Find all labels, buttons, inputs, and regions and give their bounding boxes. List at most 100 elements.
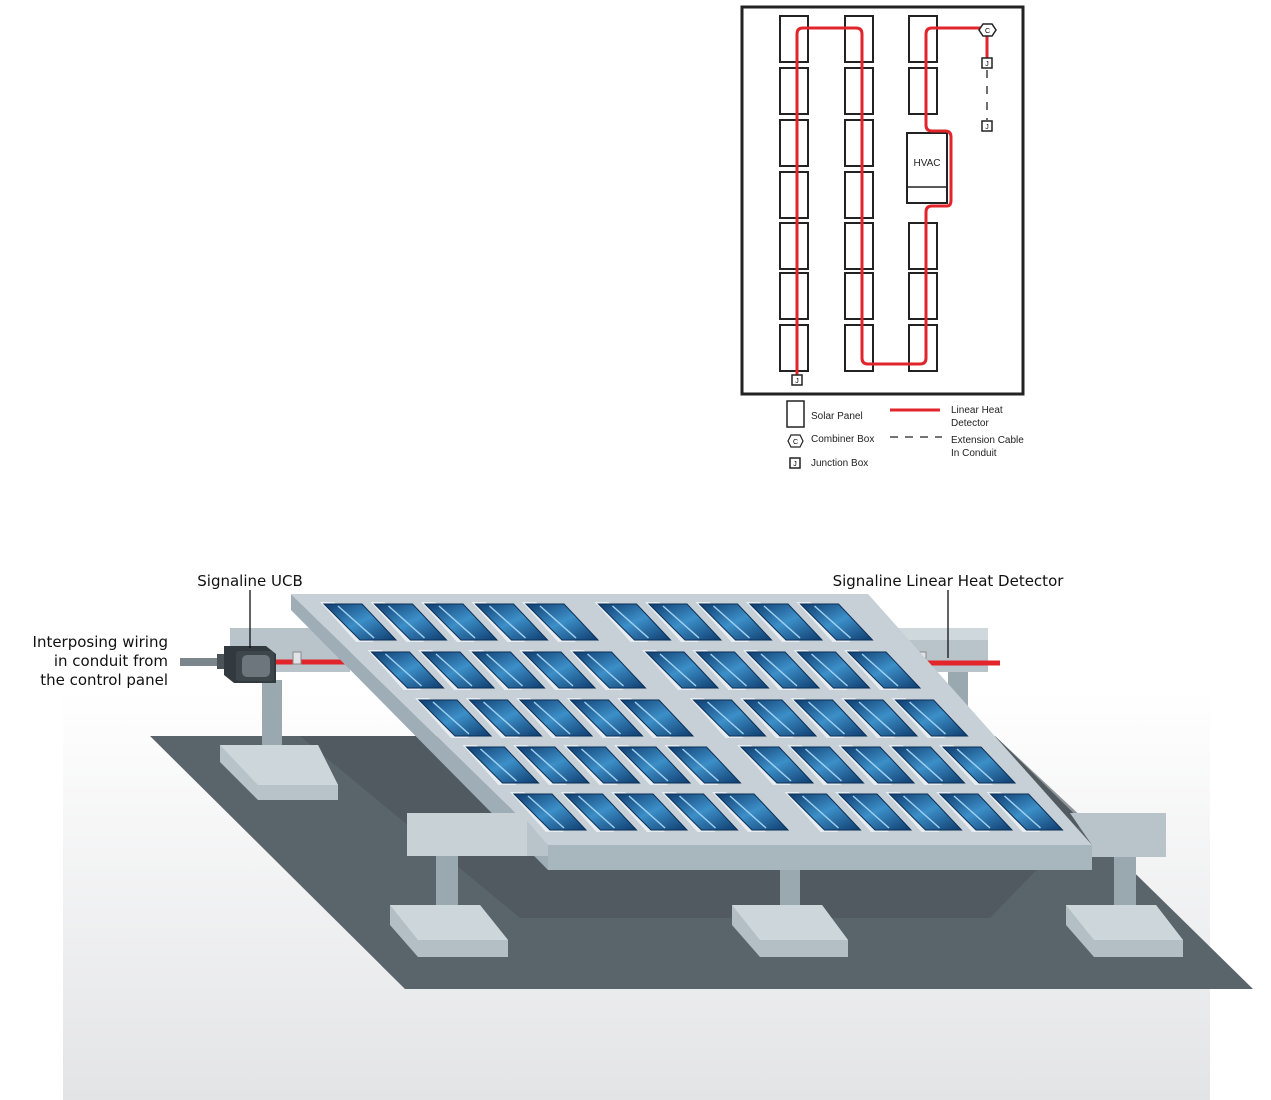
solar-cell-glint: [530, 748, 568, 782]
solar-cell: [616, 746, 692, 784]
solar-cell-glint: [811, 653, 848, 687]
svg-text:J: J: [985, 61, 989, 68]
plan-solar-panel: [844, 272, 874, 320]
solar-cell: [417, 699, 493, 737]
solar-cell-glint: [533, 701, 571, 735]
plan-solar-panel: [779, 15, 809, 63]
solar-cell: [373, 603, 448, 641]
solar-cell-glint: [808, 701, 845, 735]
solar-cell: [423, 603, 499, 641]
svg-text:J: J: [793, 461, 797, 468]
plan-solar-panel: [908, 222, 938, 270]
solar-cell: [888, 793, 963, 831]
solar-cell: [748, 603, 824, 641]
solar-cell-glint: [628, 795, 666, 829]
solar-cell: [667, 746, 742, 784]
cable-clip: [292, 651, 302, 665]
solar-cell: [891, 746, 966, 784]
panel-front-edge: [548, 845, 1092, 870]
solar-cells: [320, 602, 1064, 832]
solar-cell: [938, 793, 1014, 831]
solar-cell: [989, 793, 1064, 831]
solar-cell: [563, 793, 638, 831]
solar-cell: [647, 603, 723, 641]
solar-cell: [695, 651, 770, 689]
solar-cell-glint: [539, 605, 577, 639]
solar-cell: [471, 651, 546, 689]
plan-solar-panel: [908, 15, 938, 63]
solar-cell-glint: [634, 701, 672, 735]
solar-cell: [468, 699, 543, 737]
legend-solar-panel: Solar Panel: [811, 411, 863, 422]
hvac-label: HVAC: [913, 158, 940, 169]
solar-cell-glint: [435, 653, 473, 687]
solar-cell-glint: [388, 605, 425, 639]
front-mount: [390, 813, 1183, 957]
solar-cell-glint: [757, 701, 795, 735]
combiner-box: C: [978, 23, 997, 37]
callout-wiring-line1: Interposing wiring: [33, 633, 168, 651]
solar-cell-glint: [527, 795, 565, 829]
solar-cell-glint: [536, 653, 574, 687]
plan-solar-panel: [908, 67, 938, 115]
solar-cell: [941, 746, 1017, 784]
solar-cell-glint: [659, 653, 697, 687]
plan-solar-panels: [779, 15, 938, 372]
solar-cell: [420, 651, 496, 689]
legend-extension-cable: Extension Cable: [951, 435, 1024, 446]
plan-solar-panel: [779, 324, 809, 372]
solar-cell: [698, 603, 773, 641]
solar-cell-glint: [710, 653, 747, 687]
plan-solar-panel: [779, 272, 809, 320]
solar-cell-glint: [480, 748, 517, 782]
solar-cell-glint: [855, 748, 893, 782]
plan-solar-panel: [844, 222, 874, 270]
solar-cell: [572, 651, 647, 689]
junction-box: J: [791, 374, 803, 386]
solar-cell: [518, 699, 594, 737]
callout-lhd: Signaline Linear Heat Detector: [833, 572, 1064, 658]
solar-cell-glint: [483, 701, 520, 735]
solar-cell-glint: [584, 701, 621, 735]
solar-cell-glint: [906, 748, 943, 782]
solar-cell-glint: [763, 605, 801, 639]
callout-wiring-line3: the control panel: [40, 671, 168, 689]
solar-cell-glint: [486, 653, 523, 687]
solar-cell-glint: [852, 795, 890, 829]
solar-cell-glint: [729, 795, 767, 829]
legend-heat-detector-2: Detector: [951, 418, 989, 429]
callout-wiring-line2: in conduit from: [54, 652, 168, 670]
solar-cell: [714, 793, 790, 831]
solar-cell-glint: [1004, 795, 1041, 829]
solar-cell-glint: [707, 701, 744, 735]
svg-text:J: J: [795, 378, 799, 385]
solar-cell-glint: [903, 795, 940, 829]
interposing-conduit: [180, 654, 227, 669]
plan-solar-panel: [779, 119, 809, 167]
junction-box: J: [981, 57, 993, 69]
legend-junction-box: Junction Box: [811, 458, 868, 469]
solar-cell: [799, 603, 874, 641]
junction-box-legend-icon: J: [789, 457, 801, 469]
solar-cell: [524, 603, 600, 641]
solar-cell: [644, 651, 720, 689]
solar-panel-legend-icon: [786, 400, 805, 428]
solar-cell: [796, 651, 871, 689]
solar-cell: [322, 603, 398, 641]
solar-cell: [566, 746, 641, 784]
callout-wiring: Interposing wiring in conduit from the c…: [33, 633, 168, 689]
solar-cell: [745, 651, 821, 689]
plan-solar-panel: [779, 222, 809, 270]
solar-cell: [739, 746, 815, 784]
plan-solar-panel: [844, 119, 874, 167]
solar-cell: [846, 651, 922, 689]
hvac-unit: HVAC: [906, 132, 948, 204]
solar-cell-glint: [802, 795, 839, 829]
solar-cell-glint: [581, 748, 618, 782]
plan-solar-panel: [844, 15, 874, 63]
solar-array: [291, 594, 1092, 870]
solar-cell-glint: [679, 795, 716, 829]
solar-cell: [894, 699, 969, 737]
solar-cell: [790, 746, 865, 784]
